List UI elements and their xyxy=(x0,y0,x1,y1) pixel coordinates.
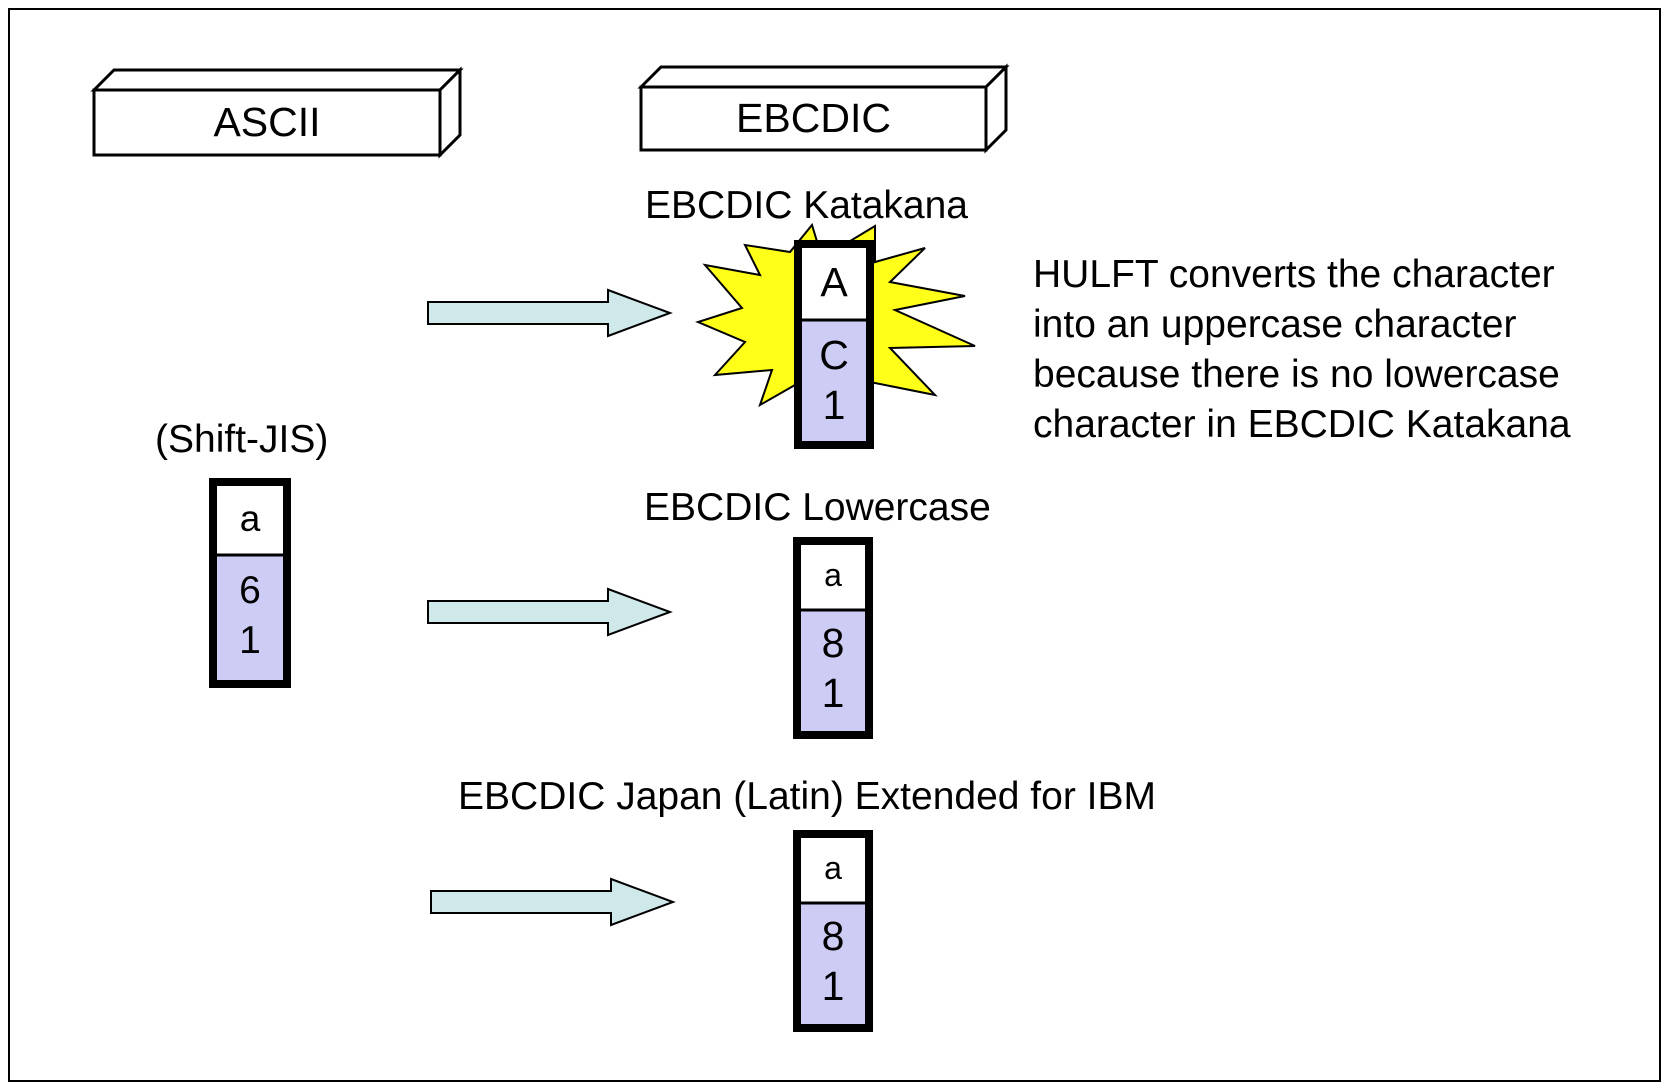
ascii-header-box xyxy=(90,66,464,159)
katakana-char: A xyxy=(820,258,848,305)
lowercase-char-block xyxy=(793,537,873,739)
latin-extended-hex-low: 1 xyxy=(821,962,845,1009)
source-encoding-label: (Shift-JIS) xyxy=(155,418,329,461)
lowercase-hex-high: 8 xyxy=(821,619,845,666)
ascii-header-label: ASCII xyxy=(213,99,321,145)
lowercase-char: a xyxy=(824,557,842,593)
source-hex-high: 6 xyxy=(239,569,261,612)
latin-extended-hex-high: 8 xyxy=(821,912,845,959)
arrow-to-katakana-icon xyxy=(427,288,673,338)
katakana-title: EBCDIC Katakana xyxy=(645,184,968,227)
katakana-char-block xyxy=(794,240,874,449)
lowercase-hex-low: 1 xyxy=(821,669,845,716)
katakana-hex-high: C xyxy=(819,331,849,378)
lowercase-title: EBCDIC Lowercase xyxy=(644,486,991,529)
source-hex-low: 1 xyxy=(239,619,261,662)
arrow-to-lowercase-icon xyxy=(427,587,673,637)
latin-extended-char-block xyxy=(793,830,873,1032)
source-char-block xyxy=(209,478,291,688)
latin-extended-title: EBCDIC Japan (Latin) Extended for IBM xyxy=(458,775,1156,818)
ebcdic-header-label: EBCDIC xyxy=(736,95,891,141)
diagram-frame xyxy=(8,8,1661,1082)
arrow-to-latin-extended-icon xyxy=(430,877,676,927)
source-char: a xyxy=(239,497,261,539)
latin-extended-char: a xyxy=(824,850,842,886)
katakana-hex-low: 1 xyxy=(822,381,846,428)
conversion-note: HULFT converts the character into an upp… xyxy=(1033,253,1571,446)
ebcdic-header-box xyxy=(637,63,1010,154)
